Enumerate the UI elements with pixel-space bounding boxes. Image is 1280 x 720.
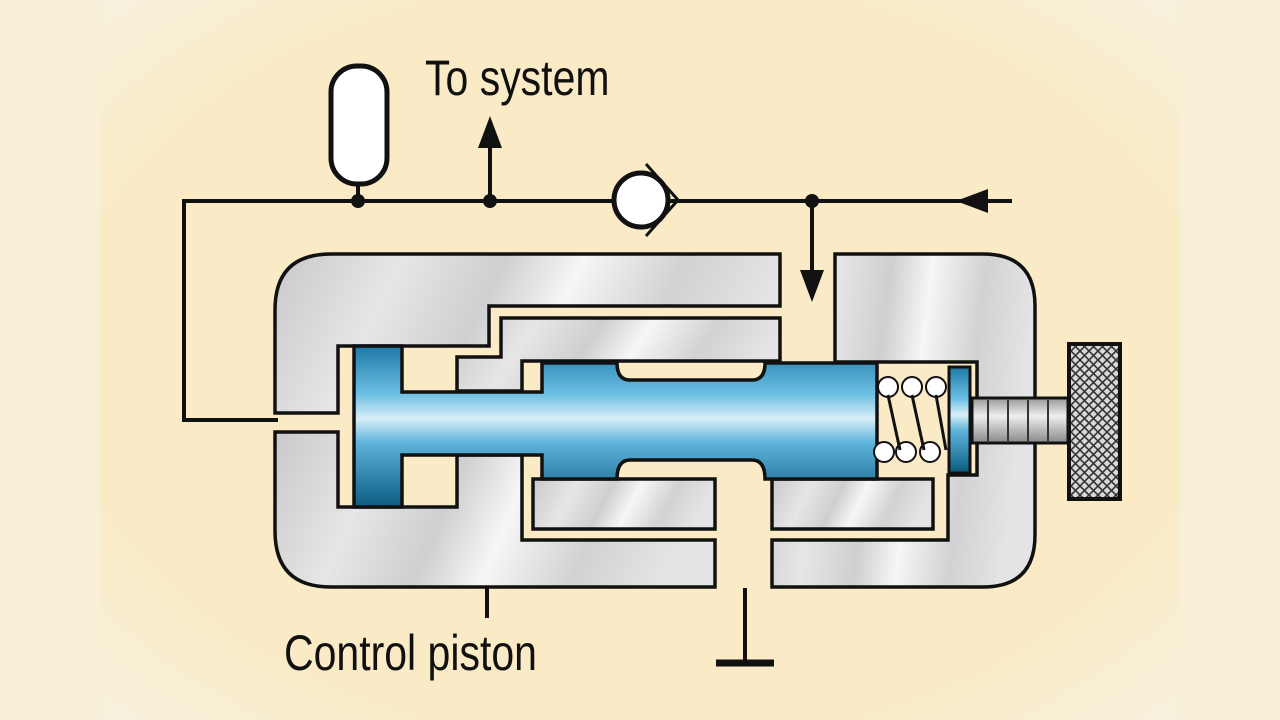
body-lower-inner-left (531, 477, 717, 531)
control-piston-label: Control piston (284, 625, 537, 681)
accumulator-icon (328, 63, 390, 187)
spring-plate (947, 365, 972, 475)
adjusting-screw (970, 396, 1070, 445)
check-valve-icon (611, 163, 681, 237)
body-upper-left (273, 252, 782, 415)
spring-icon (873, 376, 948, 463)
body-lower-inner-right (770, 477, 935, 531)
to-system-label: To system (425, 50, 610, 106)
valve-body (273, 252, 1037, 589)
body-lower-left (273, 430, 717, 589)
adjusting-knob-icon[interactable] (1067, 342, 1122, 501)
junction-dots (351, 194, 819, 208)
tank-icon (716, 588, 774, 667)
body-right (770, 252, 1037, 589)
control-piston (352, 344, 879, 509)
